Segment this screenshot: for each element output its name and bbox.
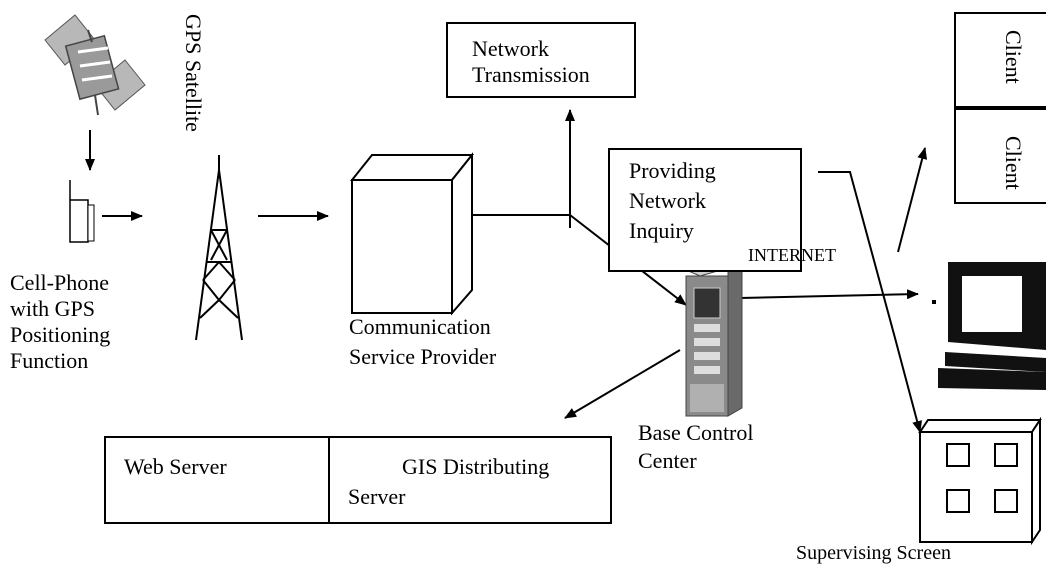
client-computer-icon [932, 262, 1046, 390]
arrow-inquiry-to-screen [818, 171, 923, 433]
cell-phone-icon [69, 180, 95, 243]
network-transmission-label-line1: Network [472, 36, 549, 61]
providing-network-inquiry-box [608, 148, 802, 272]
gis-server-box [328, 436, 612, 524]
supervising-screen-icon [918, 416, 1042, 546]
network-transmission-box [446, 22, 636, 98]
arrow-server-to-web-server [564, 349, 681, 419]
gis-server-label-line1: GIS Distributing [402, 454, 550, 479]
supervising-screen-label: Supervising Screen [796, 542, 951, 564]
cell-phone-label-line1: Cell-Phone [10, 270, 109, 295]
web-server-label: Web Server [124, 454, 227, 479]
communication-provider-box-icon [349, 152, 475, 316]
base-control-server-icon [684, 257, 744, 417]
arrow-server-to-computer [739, 289, 919, 300]
client-box-2 [954, 108, 1046, 204]
communication-provider-label-line1: Communication [349, 314, 491, 339]
gis-server-label-line2: Server [348, 484, 406, 509]
client-1-label: Client [1001, 30, 1026, 84]
arrow-to-clients [897, 147, 928, 253]
internet-label: INTERNET [748, 245, 836, 265]
communication-provider-label-line2: Service Provider [349, 344, 497, 369]
providing-network-inquiry-line2: Network [629, 188, 706, 213]
satellite-icon [40, 10, 150, 120]
cell-phone-label-line3: Positioning [10, 322, 111, 347]
transmission-tower-icon [195, 155, 243, 341]
web-server-box [104, 436, 330, 524]
gps-satellite-label: GPS Satellite [181, 14, 206, 132]
network-transmission-label-line2: Transmission [472, 62, 590, 87]
cell-phone-label-line4: Function [10, 348, 89, 373]
providing-network-inquiry-line1: Providing [629, 158, 716, 183]
cell-phone-label-line2: with GPS [10, 296, 95, 321]
client-box-1 [954, 12, 1046, 108]
client-2-label: Client [1001, 136, 1026, 190]
base-control-center-label-line1: Base Control [638, 420, 754, 445]
providing-network-inquiry-line3: Inquiry [629, 218, 694, 243]
base-control-center-label-line2: Center [638, 448, 697, 473]
